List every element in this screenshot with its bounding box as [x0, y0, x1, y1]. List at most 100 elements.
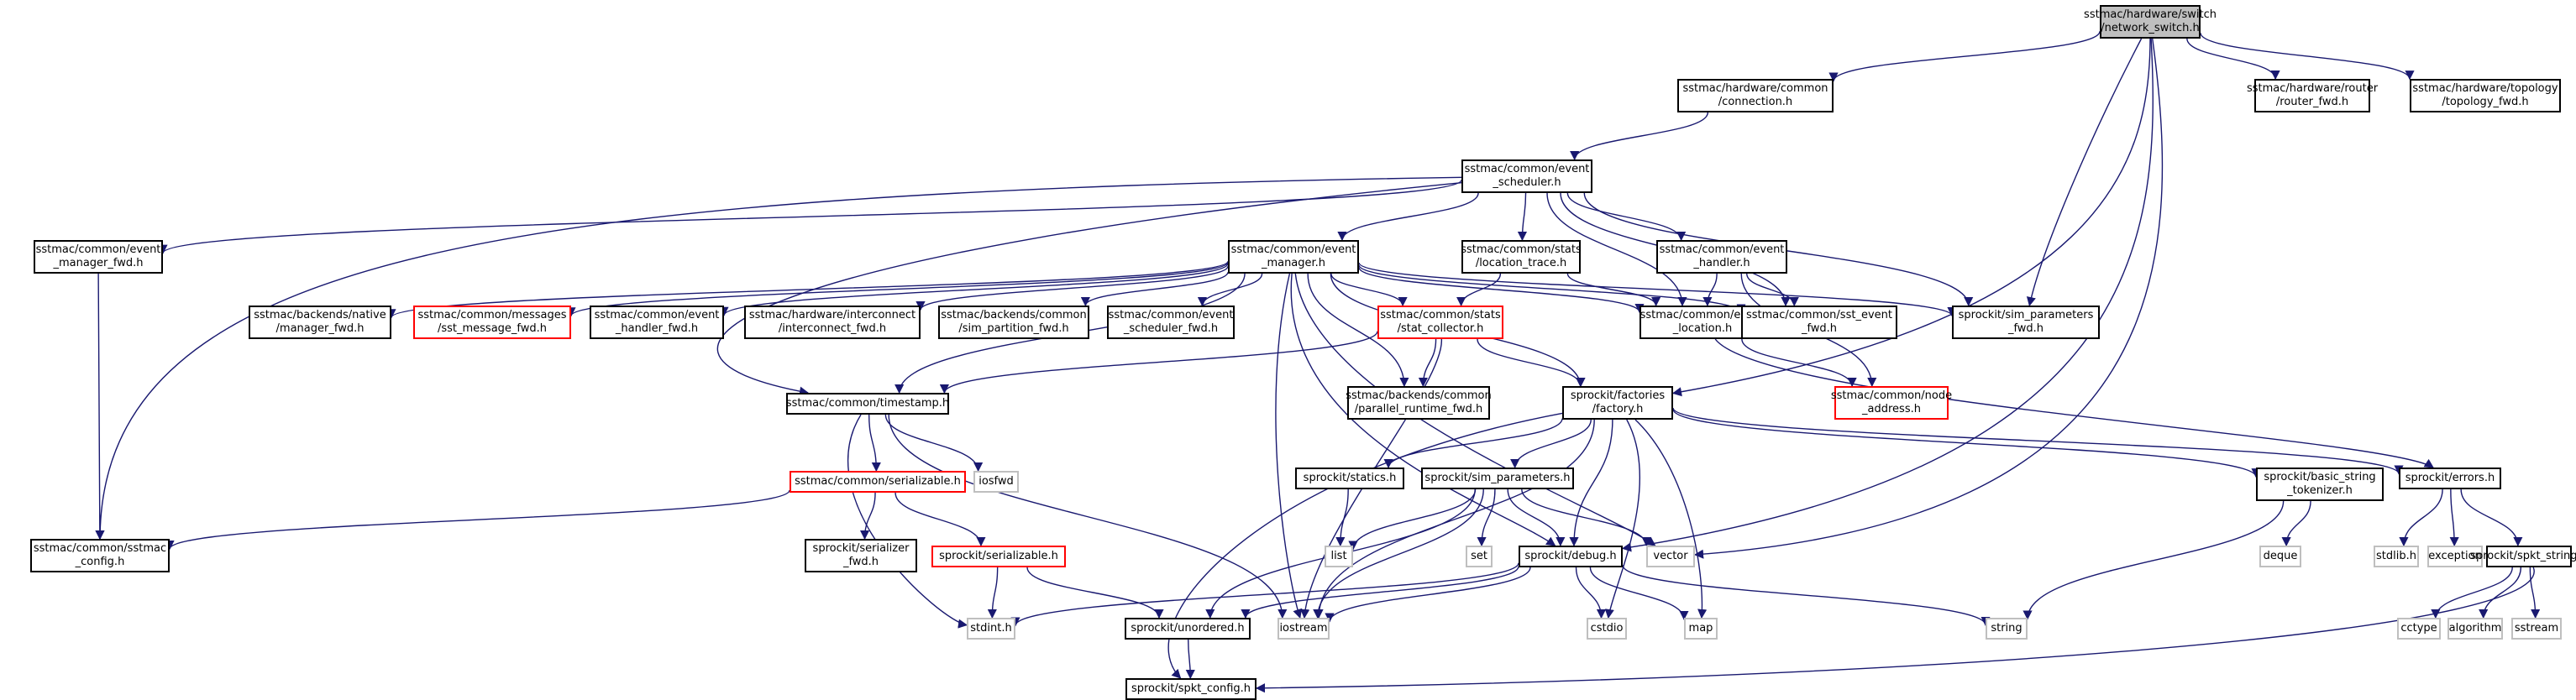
edge-stat-collector-to-iostream: [1300, 338, 1443, 619]
node-sim-partition-fwd[interactable]: sstmac/backends/common /sim_partition_fw…: [938, 306, 1089, 339]
edge-basic-string-tokenizer-to-deque: [2281, 500, 2311, 547]
node-serializer-fwd[interactable]: sprockit/serializer _fwd.h: [805, 539, 917, 572]
edge-debug-to-string: [1622, 565, 1991, 626]
edge-event-manager-to-sst-event-fwd: [1358, 264, 1746, 314]
node-sst-event-fwd[interactable]: sstmac/common/sst_event _fwd.h: [1741, 306, 1897, 339]
edge-event-scheduler-to-event-manager-fwd: [158, 179, 1462, 254]
edge-sprockit-serializable-to-stdint: [987, 567, 999, 619]
edge-debug-to-stdint: [1010, 562, 1519, 627]
node-spkt-string[interactable]: sprockit/spkt_string.h: [2470, 546, 2576, 567]
node-event-manager-fwd[interactable]: sstmac/common/event _manager_fwd.h: [34, 240, 163, 274]
edge-errors-to-stdlib: [2399, 488, 2443, 547]
edge-sim-parameters-to-iostream: [1313, 488, 1484, 619]
edge-event-manager-to-interconnect-fwd: [916, 265, 1229, 311]
node-cstdio: cstdio: [1587, 618, 1627, 640]
node-sst-message-fwd[interactable]: sstmac/common/messages /sst_message_fwd.…: [413, 306, 571, 339]
edge-event-scheduler-to-event-location: [1546, 192, 1687, 307]
node-event-manager[interactable]: sstmac/common/event _manager.h: [1228, 240, 1359, 274]
edge-event-manager-to-sim-parameters-fwd: [1358, 262, 1957, 317]
node-statics[interactable]: sprockit/statics.h: [1295, 468, 1404, 489]
edge-event-handler-to-sst-event-fwd: [1746, 273, 1799, 307]
edge-unordered-to-spkt-config: [1185, 639, 1195, 680]
node-stat-collector[interactable]: sstmac/common/stats /stat_collector.h: [1377, 306, 1503, 339]
edge-event-manager-to-event-scheduler-fwd: [1197, 273, 1263, 307]
node-spkt-config[interactable]: sprockit/spkt_config.h: [1125, 678, 1257, 700]
edge-statics-to-list: [1335, 488, 1349, 547]
edge-root-to-factory: [1671, 38, 2151, 397]
edge-factory-to-basic-string-tokenizer: [1672, 409, 2261, 478]
edge-debug-to-unordered: [1241, 566, 1519, 619]
edge-event-manager-to-vector: [1294, 273, 1656, 546]
edge-factory-to-sim-parameters: [1510, 419, 1592, 469]
edge-errors-to-spkt-string: [2460, 488, 2523, 547]
node-cctype: cctype: [2397, 618, 2441, 640]
edge-factory-to-map: [1634, 419, 1708, 619]
node-location-trace[interactable]: sstmac/common/stats /location_trace.h: [1461, 240, 1582, 274]
edge-stat-collector-to-parallel-runtime-fwd: [1418, 338, 1437, 388]
node-errors[interactable]: sprockit/errors.h: [2399, 468, 2501, 489]
node-topology-fwd[interactable]: sstmac/hardware/topology /topology_fwd.h: [2410, 79, 2561, 112]
edge-event-manager-to-debug: [1290, 273, 1556, 546]
node-sim-parameters[interactable]: sprockit/sim_parameters.h: [1421, 468, 1574, 489]
edge-event-handler-to-event-location: [1702, 273, 1718, 307]
node-basic-string-tokenizer[interactable]: sprockit/basic_string _tokenizer.h: [2256, 468, 2384, 501]
edge-factory-to-iostream: [1314, 419, 1595, 619]
node-stdint: stdint.h: [967, 618, 1015, 640]
node-iostream: iostream: [1278, 618, 1330, 640]
edge-sim-parameters-to-debug: [1507, 488, 1566, 547]
edge-root-to-sim-parameters-fwd: [2026, 38, 2143, 307]
node-node-address[interactable]: sstmac/common/node _address.h: [1831, 386, 1952, 420]
edge-spkt-string-to-cctype: [2431, 567, 2513, 619]
edge-event-location-to-node-address: [1741, 338, 1857, 388]
node-factory[interactable]: sprockit/factories /factory.h: [1562, 386, 1673, 420]
node-vector: vector: [1646, 546, 1695, 567]
edge-factory-to-cstdio: [1604, 419, 1640, 619]
edge-connection-to-event-scheduler: [1570, 112, 1709, 161]
node-stdlib: stdlib.h: [2374, 546, 2419, 567]
node-debug[interactable]: sprockit/debug.h: [1519, 546, 1623, 567]
node-interconnect-fwd[interactable]: sstmac/hardware/interconnect /interconne…: [744, 306, 921, 339]
edge-timestamp-to-serializable: [868, 414, 881, 473]
edge-debug-to-iostream: [1325, 567, 1531, 623]
edge-sprockit-serializable-to-unordered: [1026, 567, 1164, 619]
edge-event-location-to-errors: [1714, 338, 2434, 468]
edge-debug-to-map: [1589, 567, 1689, 621]
node-timestamp[interactable]: sstmac/common/timestamp.h: [786, 393, 949, 415]
node-algorithm: algorithm: [2447, 618, 2503, 640]
node-map: map: [1684, 618, 1718, 640]
edge-factory-to-spkt-config: [1167, 412, 1563, 679]
node-iosfwd: iosfwd: [973, 471, 1019, 493]
edge-event-manager-to-event-location: [1358, 267, 1645, 314]
edge-event-scheduler-to-location-trace: [1517, 192, 1528, 242]
node-sstmac-config[interactable]: sstmac/common/sstmac _config.h: [30, 539, 170, 572]
edge-event-scheduler-to-timestamp: [716, 181, 1462, 396]
node-serializable[interactable]: sstmac/common/serializable.h: [790, 471, 966, 493]
edge-root-to-router-fwd: [2186, 38, 2280, 81]
edge-event-manager-to-parallel-runtime-fwd: [1307, 273, 1409, 388]
node-native-manager-fwd[interactable]: sstmac/backends/native /manager_fwd.h: [249, 306, 391, 339]
edge-factory-to-errors: [1672, 407, 2404, 475]
node-set: set: [1466, 546, 1493, 567]
edge-timestamp-to-iostream: [888, 414, 1288, 619]
node-event-scheduler-fwd[interactable]: sstmac/common/event _scheduler_fwd.h: [1107, 306, 1235, 339]
edge-event-scheduler-to-event-manager: [1337, 192, 1479, 242]
node-event-scheduler[interactable]: sstmac/common/event _scheduler.h: [1461, 159, 1592, 193]
node-exception: exception: [2427, 546, 2483, 567]
node-deque: deque: [2259, 546, 2301, 567]
node-sim-parameters-fwd[interactable]: sprockit/sim_parameters _fwd.h: [1952, 306, 2100, 339]
node-unordered[interactable]: sprockit/unordered.h: [1125, 618, 1251, 640]
node-router-fwd[interactable]: sstmac/hardware/router /router_fwd.h: [2247, 79, 2378, 112]
node-sprockit-serializable[interactable]: sprockit/serializable.h: [931, 546, 1066, 567]
node-event-handler-fwd[interactable]: sstmac/common/event _handler_fwd.h: [590, 306, 724, 339]
edge-errors-to-exception: [2449, 488, 2459, 547]
edge-serializable-to-sstmac-config: [165, 489, 790, 551]
node-event-handler[interactable]: sstmac/common/event _handler.h: [1656, 240, 1787, 274]
edge-spkt-string-to-spkt-config: [1255, 567, 2535, 693]
edge-root-to-debug: [1621, 38, 2154, 552]
edge-sim-parameters-to-set: [1477, 488, 1496, 547]
node-parallel-runtime-fwd[interactable]: sstmac/backends/common /parallel_runtime…: [1346, 386, 1492, 420]
node-connection[interactable]: sstmac/hardware/common /connection.h: [1677, 79, 1834, 112]
node-root: sstmac/hardware/switch /network_switch.h: [2084, 5, 2217, 39]
edge-event-manager-to-sim-partition-fwd: [1080, 271, 1229, 307]
